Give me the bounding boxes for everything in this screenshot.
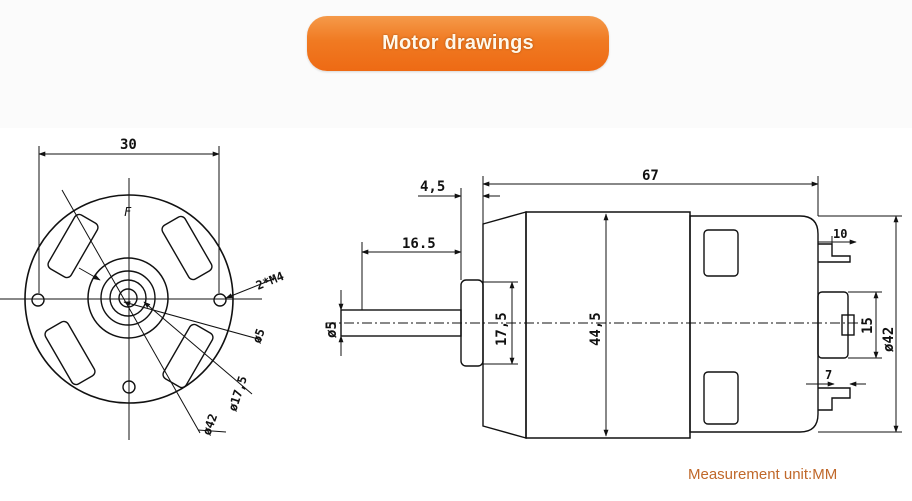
- leader-inner: [78, 267, 101, 281]
- measurement-unit-note: Measurement unit:MM: [688, 466, 838, 483]
- banner-title: Motor drawings: [382, 32, 534, 54]
- vent-slot-tr: [161, 215, 213, 281]
- side-shaft-dia-label: ø5: [324, 321, 340, 338]
- front-mark-label: F: [124, 205, 132, 219]
- side-view: [326, 176, 902, 439]
- leader-phi42-tail: [197, 429, 227, 433]
- side-boss-dia-label: 17,5: [494, 312, 510, 346]
- vent-slot-bl: [44, 320, 96, 386]
- side-bearing: [817, 291, 849, 359]
- front-shaft: [118, 288, 138, 308]
- side-terminal-top-label: 10: [833, 227, 847, 241]
- side-length-label: 67: [642, 168, 659, 184]
- title-banner: Motor drawings: [307, 16, 609, 71]
- front-body-label: ø42: [200, 412, 221, 437]
- side-shaft-len-label: 16.5: [402, 236, 436, 252]
- front-mount-label: 2*M4: [254, 269, 286, 293]
- side-can: [525, 211, 691, 439]
- side-rear-cap: [689, 215, 819, 433]
- front-boss-label: ø17,5: [226, 374, 250, 413]
- terminal-bottom: [818, 387, 851, 411]
- side-boss-len-label: 4,5: [420, 179, 445, 195]
- mount-hole-right: [213, 293, 227, 307]
- front-view-labels: 30 F 2*M4 ø5 ø17,5 ø42: [120, 137, 286, 437]
- front-body-circle: [24, 194, 234, 404]
- side-bearing-label: 15: [860, 317, 876, 334]
- leader-phi42: [61, 189, 201, 434]
- side-bearing-tip: [841, 314, 855, 336]
- front-boss-inner: [109, 279, 147, 317]
- leader-phi17-5: [143, 301, 253, 395]
- mount-hole-bottom: [122, 380, 136, 394]
- side-can-label: 44,5: [588, 312, 604, 346]
- terminal-window-bottom: [703, 371, 739, 425]
- mount-hole-left: [31, 293, 45, 307]
- front-boss-outer: [87, 257, 169, 339]
- side-terminal-bottom-label: 7: [825, 368, 832, 382]
- front-view: [0, 146, 277, 440]
- vent-slot-tl: [47, 213, 99, 279]
- front-shaft-label: ø5: [250, 327, 268, 345]
- terminal-window-top: [703, 229, 739, 277]
- leader-2m4: [225, 277, 277, 299]
- front-boss-mid: [100, 270, 156, 326]
- side-view-labels: 67 4,5 16.5 ø5 17,5 44,5 10 15 7 ø42: [324, 168, 897, 382]
- vent-slot-br: [162, 323, 214, 389]
- terminal-top: [818, 243, 851, 263]
- front-width-label: 30: [120, 137, 137, 153]
- leader-phi5: [123, 301, 263, 341]
- side-body-dia-label: ø42: [881, 327, 897, 352]
